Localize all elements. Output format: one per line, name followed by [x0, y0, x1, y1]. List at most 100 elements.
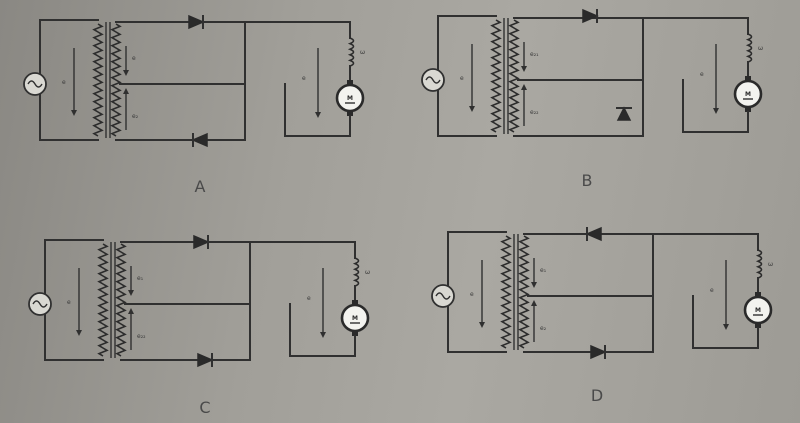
panel-d-inductor	[755, 249, 763, 279]
panel-b-diode-upper	[582, 8, 599, 24]
panel-c-upper-arrow-head	[128, 290, 134, 296]
panel-a-diode-upper-triangle	[188, 14, 205, 30]
panel-c-motor-label: M	[352, 315, 358, 322]
panel-c-motor-brush-bottom	[352, 331, 358, 336]
panel-b-inductor	[745, 33, 753, 63]
panel-a-diode-upper	[188, 14, 205, 30]
panel-d-diode-lower	[590, 344, 607, 360]
panel-b-diode-lower	[616, 106, 632, 121]
panel-c-inductor-label: ω	[365, 269, 370, 276]
panel-b-upper-arrow	[521, 42, 527, 72]
panel-c-load-label: e	[307, 295, 311, 302]
panel-d-secondary-coil	[518, 235, 530, 349]
panel-c-diode-upper	[193, 234, 210, 250]
panel-b-upper-label: e₂₁	[530, 51, 539, 58]
panel-c-ac-source	[28, 292, 52, 316]
panel-d-upper-label: e₁	[540, 267, 547, 274]
panel-c-ac-source-sine	[32, 300, 48, 308]
panel-b-source-arrow	[469, 44, 475, 112]
panel-a-lower-arrow-head	[123, 88, 129, 94]
panel-a-caption: A	[195, 177, 206, 196]
panel-a-motor: M	[335, 80, 365, 116]
panel-b-source-arrow-head	[469, 106, 475, 112]
panel-a-ac-source	[23, 72, 47, 96]
panel-a-upper-label: e	[132, 55, 136, 62]
panel-b-inductor-label: ω	[758, 45, 763, 52]
panel-d-upper-arrow	[531, 258, 537, 288]
panel-b-caption: B	[582, 171, 593, 190]
panel-d-motor-brush-top	[755, 292, 761, 297]
panel-d-source-arrow	[479, 260, 485, 328]
panel-d-motor: M	[743, 292, 773, 328]
panel-d-load-arrow-head	[723, 324, 729, 330]
panel-c-load-arrow-head	[320, 332, 326, 338]
panel-a-upper-arrow	[123, 46, 129, 76]
panel-b-load-arrow	[713, 44, 719, 114]
panel-a-lower-arrow	[123, 88, 129, 130]
panel-a-motor-brush-bottom	[347, 111, 353, 116]
panel-d-lower-arrow-head	[531, 300, 537, 306]
panel-b-secondary-coil	[508, 19, 520, 133]
panel-c-source-arrow-head	[76, 330, 82, 336]
panel-a-upper-arrow-head	[123, 70, 129, 76]
panel-b-diode-lower-triangle	[616, 106, 632, 121]
panel-c-motor-ring	[340, 303, 370, 333]
panel-a-source-label: e	[62, 79, 66, 86]
panel-b-load-label: e	[700, 71, 704, 78]
panel-a-load-arrow-head	[315, 112, 321, 118]
panel-a-diode-lower-triangle	[191, 132, 208, 148]
panel-a-primary-coil	[92, 23, 104, 137]
panel-d-load-arrow	[723, 260, 729, 330]
panel-a-lower-label: e₂	[132, 113, 139, 120]
panel-d-primary-coil	[500, 235, 512, 349]
panel-d-ac-source-sine	[435, 292, 451, 300]
panel-b-primary-coil	[490, 19, 502, 133]
panel-d-motor-ring	[743, 295, 773, 325]
panel-d-inductor-label: ω	[768, 261, 773, 268]
panel-b-motor: M	[733, 76, 763, 112]
panel-a-source-arrow-head	[71, 110, 77, 116]
panel-b-motor-brush-top	[745, 76, 751, 81]
panel-c-primary-coil	[97, 243, 109, 357]
panel-d-caption: D	[591, 386, 603, 405]
panel-c-upper-arrow	[128, 266, 134, 296]
panel-c-secondary-coil	[115, 243, 127, 357]
panel-c-lower-arrow-head	[128, 308, 134, 314]
panel-c-diode-lower-triangle	[197, 352, 214, 368]
panel-c-lower-label: e₂₂	[137, 333, 146, 340]
panel-b-motor-brush-bottom	[745, 107, 751, 112]
panel-b-ac-source	[421, 68, 445, 92]
panel-a-secondary-coil	[110, 23, 122, 137]
panel-c-source-arrow	[76, 268, 82, 336]
panel-d-diode-upper-triangle	[585, 226, 602, 242]
panel-b-lower-arrow-head	[521, 84, 527, 90]
panel-d-motor-brush-bottom	[755, 323, 761, 328]
panel-c-diode-upper-triangle	[193, 234, 210, 250]
panel-d-ac-source	[431, 284, 455, 308]
panel-a-motor-label: M	[347, 95, 353, 102]
panel-d-upper-arrow-head	[531, 282, 537, 288]
panel-c-motor-brush-top	[352, 300, 358, 305]
panel-a-inductor-label: ω	[360, 49, 365, 56]
panel-a-motor-brush-top	[347, 80, 353, 85]
panel-b-ac-source-sine	[425, 76, 441, 84]
panel-c-motor: M	[340, 300, 370, 336]
panel-b-diode-upper-triangle	[582, 8, 599, 24]
panel-c-lower-arrow	[128, 308, 134, 350]
panel-a-source-arrow	[71, 48, 77, 116]
panel-b-motor-ring	[733, 79, 763, 109]
panel-b-lower-arrow	[521, 84, 527, 126]
panel-b-source-label: e	[460, 75, 464, 82]
panel-a-diode-lower	[191, 132, 208, 148]
panel-c-upper-label: e₁	[137, 275, 144, 282]
panel-d-lower-arrow	[531, 300, 537, 342]
panel-d-diode-upper	[585, 226, 602, 242]
panel-b-upper-arrow-head	[521, 66, 527, 72]
panel-c-inductor	[352, 257, 360, 287]
panel-d-source-arrow-head	[479, 322, 485, 328]
panel-c-diode-lower	[197, 352, 214, 368]
